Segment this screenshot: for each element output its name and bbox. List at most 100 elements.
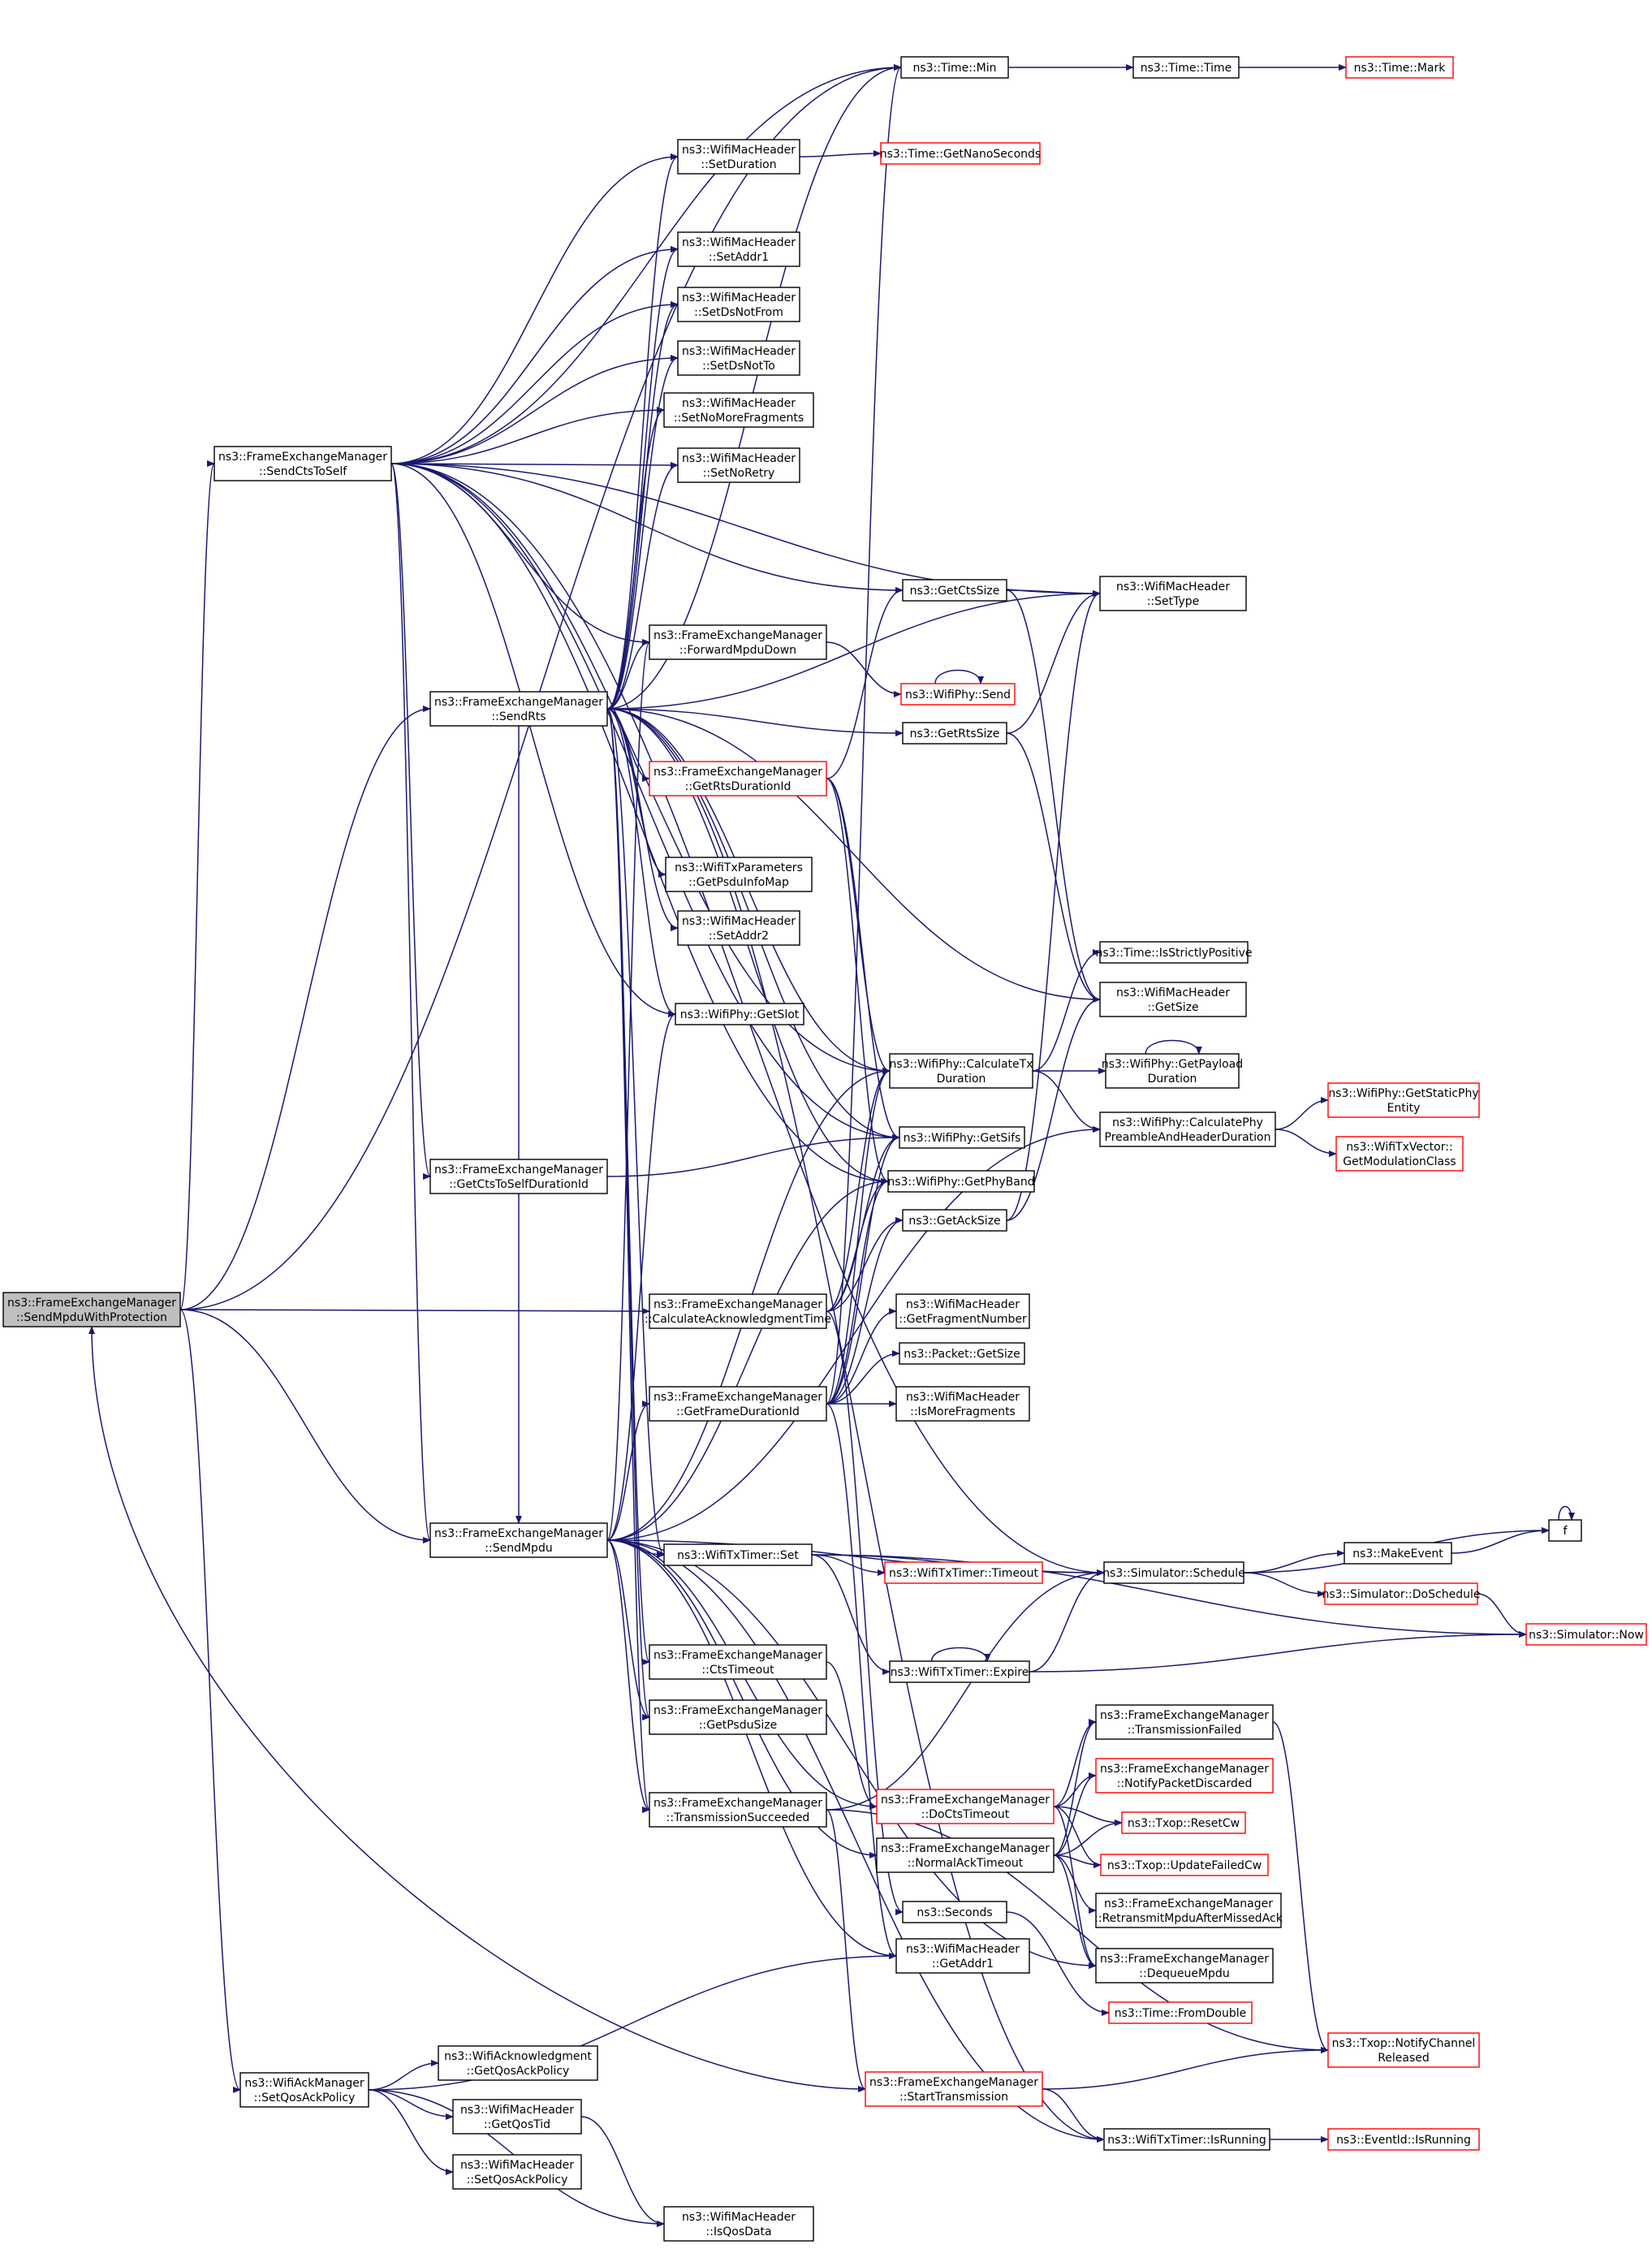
node-box xyxy=(889,1053,1033,1089)
node-dequeue-mpdu[interactable]: ns3::FrameExchangeManager::DequeueMpdu xyxy=(1095,1948,1274,1984)
node-set-ds-not-from[interactable]: ns3::WifiMacHeader::SetDsNotFrom xyxy=(677,287,800,322)
node-get-modulation-class[interactable]: ns3::WifiTxVector::GetModulationClass xyxy=(1335,1136,1464,1172)
edge-calc-preamble-to-get-static-phy-entity xyxy=(1275,1097,1329,1130)
node-send-cts-to-self[interactable]: ns3::FrameExchangeManager::SendCtsToSelf xyxy=(214,446,392,481)
node-get-size[interactable]: ns3::WifiMacHeader::GetSize xyxy=(1099,982,1247,1017)
node-set-type[interactable]: ns3::WifiMacHeader::SetType xyxy=(1099,576,1247,611)
node-normal-ack-timeout[interactable]: ns3::FrameExchangeManager::NormalAckTime… xyxy=(876,1837,1055,1873)
node-get-rts-duration-id[interactable]: ns3::FrameExchangeManager::GetRtsDuratio… xyxy=(649,761,827,796)
node-event-is-running[interactable]: ns3::EventId::IsRunning xyxy=(1327,2128,1480,2151)
node-label: ns3::WifiMacHeader xyxy=(460,2104,574,2117)
node-calc-ack-time[interactable]: ns3::FrameExchangeManager::CalculateAckn… xyxy=(645,1293,831,1329)
node-reset-cw[interactable]: ns3::Txop::ResetCw xyxy=(1121,1811,1246,1834)
node-set-ds-not-to[interactable]: ns3::WifiMacHeader::SetDsNotTo xyxy=(677,340,800,376)
node-wifi-phy-send[interactable]: ns3::WifiPhy::Send xyxy=(900,683,1016,706)
node-set-duration[interactable]: ns3::WifiMacHeader::SetDuration xyxy=(677,139,800,175)
edge-send-mpdu-to-normal-ack-timeout xyxy=(606,1539,878,1858)
node-tx-timer-expire[interactable]: ns3::WifiTxTimer::Expire xyxy=(889,1660,1030,1683)
node-get-frame-duration-id[interactable]: ns3::FrameExchangeManager::GetFrameDurat… xyxy=(649,1386,827,1422)
node-set-addr1[interactable]: ns3::WifiMacHeader::SetAddr1 xyxy=(677,231,800,267)
node-get-nano-seconds[interactable]: ns3::Time::GetNanoSeconds xyxy=(880,142,1041,165)
node-set-no-more-fragments[interactable]: ns3::WifiMacHeader::SetNoMoreFragments xyxy=(663,392,814,428)
node-packet-get-size[interactable]: ns3::Packet::GetSize xyxy=(899,1342,1025,1365)
node-update-failed-cw[interactable]: ns3::Txop::UpdateFailedCw xyxy=(1100,1854,1269,1876)
edge-get-rts-duration-id-to-get-phy-band xyxy=(826,778,889,1185)
node-send-mpdu[interactable]: ns3::FrameExchangeManager::SendMpdu xyxy=(429,1522,608,1558)
edge-send-mpdu-to-get-phy-band xyxy=(606,1178,889,1541)
node-transmission-succeeded[interactable]: ns3::FrameExchangeManager::TransmissionS… xyxy=(649,1792,827,1828)
node-time-mark[interactable]: ns3::Time::Mark xyxy=(1345,56,1454,79)
node-retransmit-mpdu[interactable]: ns3::FrameExchangeManager::RetransmitMpd… xyxy=(1094,1893,1283,1928)
node-label: ns3::MakeEvent xyxy=(1352,1548,1443,1560)
node-label: ns3::WifiTxTimer::IsRunning xyxy=(1107,2134,1266,2147)
node-from-double[interactable]: ns3::Time::FromDouble xyxy=(1108,2001,1253,2024)
node-label: ns3::WifiMacHeader xyxy=(682,397,796,410)
node-get-fragment-number[interactable]: ns3::WifiMacHeader::GetFragmentNumber xyxy=(895,1293,1030,1329)
node-set-addr2[interactable]: ns3::WifiMacHeader::SetAddr2 xyxy=(677,910,800,946)
node-is-more-fragments[interactable]: ns3::WifiMacHeader::IsMoreFragments xyxy=(895,1386,1030,1422)
node-box xyxy=(677,447,800,483)
node-get-psdu-size[interactable]: ns3::FrameExchangeManager::GetPsduSize xyxy=(649,1699,827,1735)
node-box xyxy=(677,139,800,175)
node-make-event[interactable]: ns3::MakeEvent xyxy=(1344,1542,1452,1565)
node-get-sifs[interactable]: ns3::WifiPhy::GetSifs xyxy=(899,1126,1025,1149)
edge-send-mpdu-to-get-addr1 xyxy=(606,1539,897,1959)
node-box xyxy=(900,683,1016,706)
node-root[interactable]: ns3::FrameExchangeManager::SendMpduWithP… xyxy=(2,1292,181,1327)
node-get-phy-band[interactable]: ns3::WifiPhy::GetPhyBand xyxy=(887,1170,1035,1193)
node-box xyxy=(1103,1561,1244,1584)
node-label: ::NormalAckTimeout xyxy=(908,1857,1024,1870)
node-get-addr1[interactable]: ns3::WifiMacHeader::GetAddr1 xyxy=(895,1938,1030,1974)
node-forward-mpdu-down[interactable]: ns3::FrameExchangeManager::ForwardMpduDo… xyxy=(649,624,827,660)
node-set-qos-ack-policy-mgr[interactable]: ns3::WifiAckManager::SetQosAckPolicy xyxy=(239,2072,369,2108)
node-is-running[interactable]: ns3::WifiTxTimer::IsRunning xyxy=(1103,2128,1270,2151)
node-do-schedule[interactable]: ns3::Simulator::DoSchedule xyxy=(1322,1582,1481,1605)
edge-send-rts-to-set-type xyxy=(606,590,1101,710)
node-get-cts-to-self-duration-id[interactable]: ns3::FrameExchangeManager::GetCtsToSelfD… xyxy=(429,1159,608,1194)
edge-send-cts-to-self-to-get-cts-to-self-duration-id xyxy=(390,463,431,1180)
node-get-qos-tid[interactable]: ns3::WifiMacHeader::GetQosTid xyxy=(452,2099,582,2135)
edge-do-cts-timeout-to-reset-cw xyxy=(1053,1806,1123,1826)
edge-get-qos-tid-to-is-qos-data xyxy=(580,2116,665,2227)
node-seconds[interactable]: ns3::Seconds xyxy=(902,1901,1007,1923)
node-box xyxy=(214,446,392,481)
node-calc-preamble[interactable]: ns3::WifiPhy::CalculatePhyPreambleAndHea… xyxy=(1099,1112,1276,1147)
node-notify-packet-discarded[interactable]: ns3::FrameExchangeManager::NotifyPacketD… xyxy=(1095,1758,1274,1794)
node-get-qos-ack-policy[interactable]: ns3::WifiAcknowledgment::GetQosAckPolicy xyxy=(438,2045,598,2081)
edge-send-cts-to-self-to-set-duration xyxy=(390,153,679,464)
node-cts-timeout[interactable]: ns3::FrameExchangeManager::CtsTimeout xyxy=(649,1644,827,1680)
node-do-cts-timeout[interactable]: ns3::FrameExchangeManager::DoCtsTimeout xyxy=(876,1789,1055,1824)
node-box xyxy=(429,1159,608,1194)
edge-send-cts-to-self-to-send-mpdu xyxy=(390,463,431,1543)
node-tx-timer-timeout[interactable]: ns3::WifiTxTimer::Timeout xyxy=(884,1561,1043,1584)
node-time-min[interactable]: ns3::Time::Min xyxy=(900,56,1009,79)
node-is-qos-data[interactable]: ns3::WifiMacHeader::IsQosData xyxy=(663,2206,814,2242)
node-send-rts[interactable]: ns3::FrameExchangeManager::SendRts xyxy=(429,691,608,727)
node-start-transmission[interactable]: ns3::FrameExchangeManager::StartTransmis… xyxy=(865,2071,1043,2107)
node-transmission-failed[interactable]: ns3::FrameExchangeManager::TransmissionF… xyxy=(1095,1704,1274,1740)
node-label: ns3::Time::FromDouble xyxy=(1115,2007,1247,2020)
node-tx-timer-set[interactable]: ns3::WifiTxTimer::Set xyxy=(663,1543,813,1566)
node-get-ack-size[interactable]: ns3::GetAckSize xyxy=(902,1209,1007,1232)
node-is-strictly-positive[interactable]: ns3::Time::IsStrictlyPositive xyxy=(1096,941,1253,964)
node-time-time[interactable]: ns3::Time::Time xyxy=(1132,56,1240,79)
node-set-qos-ack-policy-hdr[interactable]: ns3::WifiMacHeader::SetQosAckPolicy xyxy=(452,2154,582,2190)
nodes: ns3::FrameExchangeManager::SendMpduWithP… xyxy=(2,56,1647,2242)
node-box xyxy=(438,2045,598,2081)
node-set-no-retry[interactable]: ns3::WifiMacHeader::SetNoRetry xyxy=(677,447,800,483)
node-box xyxy=(1327,1082,1480,1118)
node-box xyxy=(1100,1854,1269,1876)
node-get-slot[interactable]: ns3::WifiPhy::GetSlot xyxy=(675,1003,804,1025)
node-get-rts-size[interactable]: ns3::GetRtsSize xyxy=(902,722,1007,745)
edge-normal-ack-timeout-to-update-failed-cw xyxy=(1053,1854,1102,1868)
node-sim-now[interactable]: ns3::Simulator::Now xyxy=(1525,1623,1647,1646)
node-get-psdu-info-map[interactable]: ns3::WifiTxParameters::GetPsduInfoMap xyxy=(665,857,813,892)
node-label: Entity xyxy=(1387,1102,1421,1115)
node-get-cts-size[interactable]: ns3::GetCtsSize xyxy=(902,579,1007,602)
node-schedule[interactable]: ns3::Simulator::Schedule xyxy=(1102,1561,1245,1584)
node-f[interactable]: f xyxy=(1548,1519,1582,1542)
